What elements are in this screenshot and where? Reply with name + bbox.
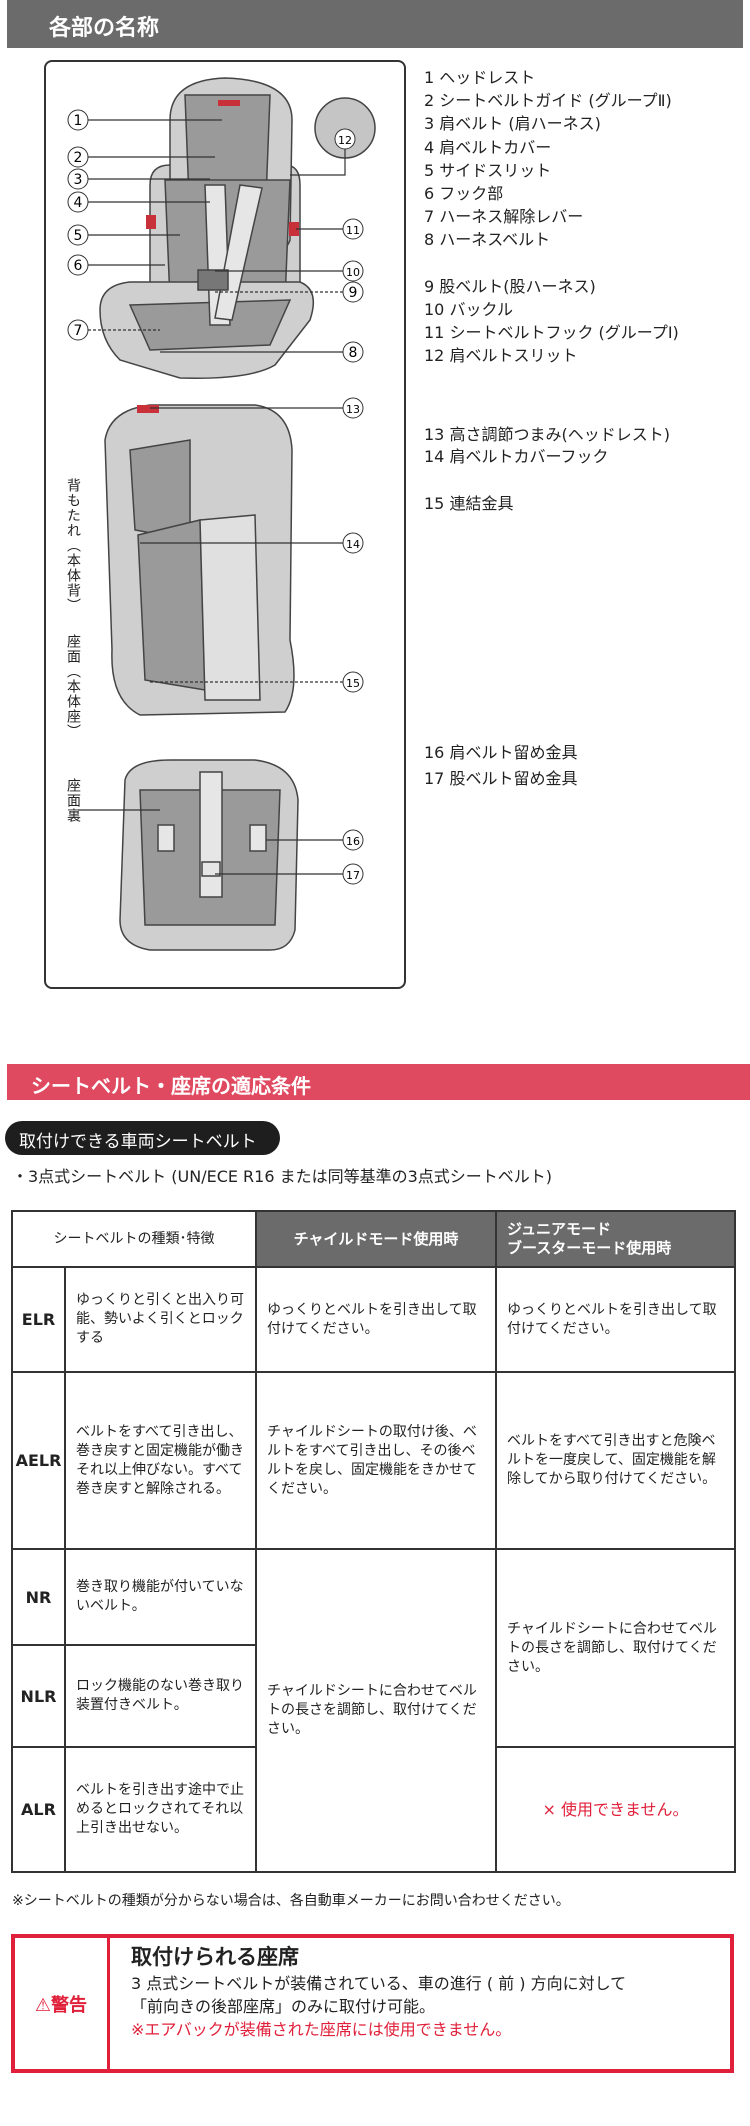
part-label: 5 サイドスリット: [424, 161, 552, 180]
header-type: シートベルトの種類･特徴: [11, 1210, 257, 1268]
part-label: 6 フック部: [424, 184, 504, 203]
child-mode-cell: チャイルドシートの取付け後、ベルトをすべて引き出し、その後ベルトを戻し、固定機能…: [255, 1371, 497, 1550]
table-row: AELR ベルトをすべて引き出し、巻き戻すと固定機能が働きそれ以上伸びない。すべ…: [11, 1371, 736, 1550]
callout-number: 1: [74, 113, 83, 129]
footnote: ※シートベルトの種類が分からない場合は、各自動車メーカーにお問い合わせください。: [12, 1893, 570, 1909]
callout-circle: [342, 671, 364, 693]
part-label: 1 ヘッドレスト: [424, 68, 536, 87]
belt-desc: ゆっくりと引くと出入り可能、勢いよく引くとロックする: [64, 1266, 257, 1373]
belt-code: ELR: [11, 1266, 66, 1373]
callout-circle: [342, 829, 364, 851]
callout-number: 15: [346, 677, 360, 690]
label-backrest: 背もたれ（本体背）: [65, 478, 81, 613]
callout-number: 10: [346, 266, 360, 279]
callout-circle: [67, 224, 89, 246]
callout-number: 12: [338, 134, 352, 147]
warning-label: ⚠警告: [15, 1938, 110, 2069]
part-label: 15 連結金具: [424, 494, 514, 513]
part-label: 14 肩ベルトカバーフック: [424, 447, 609, 466]
section-header-conditions: シートベルト・座席の適応条件: [7, 1064, 750, 1100]
header-junior-line1: ジュニアモード: [507, 1220, 611, 1238]
callout-number: 7: [74, 323, 83, 339]
part-label: 16 肩ベルト留め金具: [424, 743, 578, 762]
callout-number: 16: [346, 835, 360, 848]
belt-desc: ベルトを引き出す途中で止めるとロックされてそれ以上引き出せない。: [64, 1746, 257, 1873]
callout-circle: [67, 319, 89, 341]
section-header-part-names: 各部の名称: [7, 0, 743, 48]
callout-number: 3: [74, 172, 83, 188]
diagram-frame: [44, 60, 406, 989]
junior-mode-cell: チャイルドシートに合わせてベルトの長さを調節し、取付けてください。: [495, 1548, 736, 1748]
junior-mode-cell: ゆっくりとベルトを引き出して取付けてください。: [495, 1266, 736, 1373]
warning-box: ⚠警告 取付けられる座席 3 点式シートベルトが装備されている、車の進行 ( 前…: [11, 1934, 734, 2073]
child-mode-cell: チャイルドシートに合わせてベルトの長さを調節し、取付けてください。: [255, 1548, 497, 1873]
part-label: 12 肩ベルトスリット: [424, 346, 578, 365]
callout-circle: [342, 341, 364, 363]
callout-circle: [67, 146, 89, 168]
part-label: 17 股ベルト留め金具: [424, 769, 578, 788]
callout-circle: [342, 281, 364, 303]
callout-number: 17: [346, 869, 360, 882]
part-label: 3 肩ベルト (肩ハーネス): [424, 114, 601, 133]
table-row: ELR ゆっくりと引くと出入り可能、勢いよく引くとロックする ゆっくりとベルトを…: [11, 1266, 736, 1373]
callout-number: 6: [74, 258, 83, 274]
callout-number: 14: [346, 538, 360, 551]
part-label: 10 バックル: [424, 300, 513, 319]
part-label: 13 高さ調節つまみ(ヘッドレスト): [424, 425, 670, 444]
warning-title: 取付けられる座席: [131, 1945, 299, 1969]
callout-circle: [342, 863, 364, 885]
table-row: NLR ロック機能のない巻き取り装置付きベルト。: [11, 1644, 735, 1748]
callout-number: 4: [74, 195, 83, 211]
warning-line: 「前向きの後部座席」のみに取付け可能。: [131, 1997, 436, 2016]
label-seat: 座面（本体座）: [65, 634, 81, 739]
callout-circle: [342, 532, 364, 554]
header-junior: ジュニアモードブースターモード使用時: [495, 1210, 736, 1268]
callout-number: 9: [349, 285, 358, 301]
part-label: 11 シートベルトフック (グループⅠ): [424, 323, 679, 342]
callout-circle: [67, 191, 89, 213]
junior-mode-cell: ベルトをすべて引き出すと危険ベルトを一度戻して、固定機能を解除してから取り付けて…: [495, 1371, 736, 1550]
part-label: 7 ハーネス解除レバー: [424, 207, 584, 226]
callout-circle: [342, 218, 364, 240]
belt-code: NR: [11, 1548, 66, 1646]
callout-number: 13: [346, 403, 360, 416]
not-usable-cell: × 使用できません。: [495, 1746, 736, 1873]
callout-number: 8: [349, 345, 358, 361]
header-child: チャイルドモード使用時: [255, 1210, 497, 1268]
callout-number: 11: [346, 224, 360, 237]
belt-desc: 巻き取り機能が付いていないベルト。: [64, 1548, 257, 1646]
label-underside: 座面裏: [65, 778, 81, 823]
warning-airbag-note: ※エアバックが装備された座席には使用できません。: [131, 2020, 512, 2039]
callout-circle: [67, 168, 89, 190]
belt-code: NLR: [11, 1644, 66, 1748]
callout-circle: [67, 109, 89, 131]
table-row: ALR ベルトを引き出す途中で止めるとロックされてそれ以上引き出せない。 × 使…: [11, 1746, 736, 1873]
callout-circle: [342, 260, 364, 282]
belt-desc: ロック機能のない巻き取り装置付きベルト。: [64, 1644, 257, 1748]
callout-number: 5: [74, 228, 83, 244]
child-mode-cell: ゆっくりとベルトを引き出して取付けてください。: [255, 1266, 497, 1373]
part-label: 9 股ベルト(股ハーネス): [424, 277, 596, 296]
belt-code: AELR: [11, 1371, 66, 1550]
header-junior-line2: ブースターモード使用時: [507, 1239, 672, 1257]
part-label: 4 肩ベルトカバー: [424, 138, 552, 157]
belt-code: ALR: [11, 1746, 66, 1873]
belt-desc: ベルトをすべて引き出し、巻き戻すと固定機能が働きそれ以上伸びない。すべて巻き戻す…: [64, 1371, 257, 1550]
table-row: NR 巻き取り機能が付いていないベルト。 チャイルドシートに合わせてベルトの長さ…: [11, 1548, 736, 1873]
callout-circle: [342, 397, 364, 419]
part-label: 2 シートベルトガイド (グループⅡ): [424, 91, 672, 110]
part-label: 8 ハーネスベルト: [424, 230, 551, 249]
seatbelt-table: シートベルトの種類･特徴 チャイルドモード使用時 ジュニアモードブースターモード…: [11, 1210, 736, 1873]
callout-circle: [67, 254, 89, 276]
subsection-pill: 取付けできる車両シートベルト: [5, 1121, 280, 1155]
belt-requirement: ・3点式シートベルト (UN/ECE R16 または同等基準の3点式シートベルト…: [12, 1167, 553, 1186]
callout-number: 2: [74, 150, 83, 166]
warning-line: 3 点式シートベルトが装備されている、車の進行 ( 前 ) 方向に対して: [131, 1974, 627, 1993]
callout-circle: [334, 128, 356, 150]
